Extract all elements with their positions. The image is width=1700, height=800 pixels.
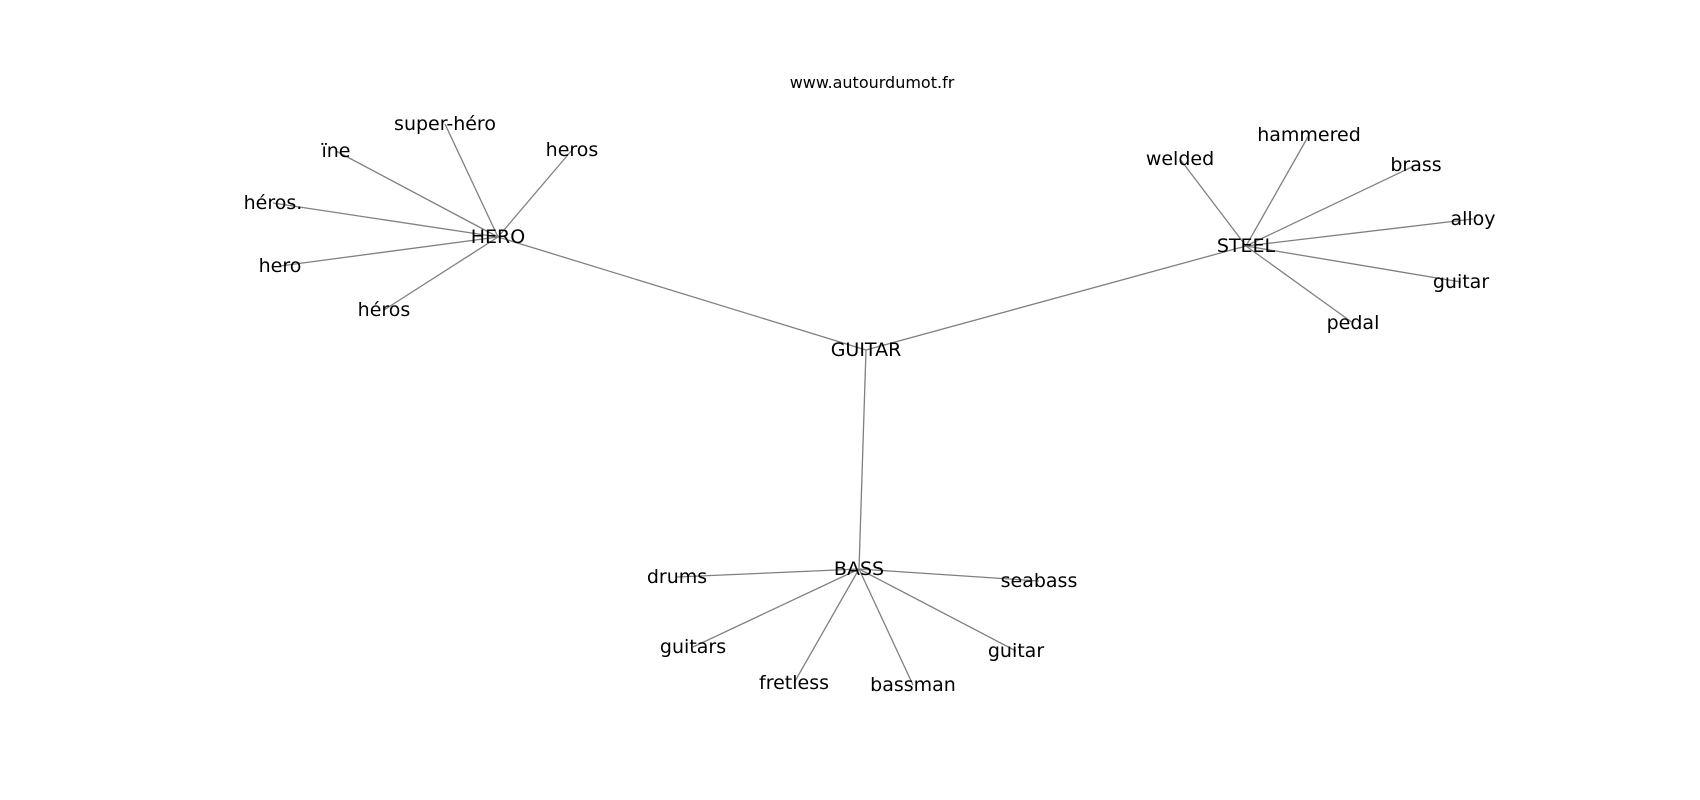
edge-steel-alloy xyxy=(1245,218,1474,247)
edge-bass-bassman xyxy=(858,568,914,686)
leaf-node-bass-fretless: fretless xyxy=(759,672,829,694)
edge-center-hero xyxy=(497,236,867,351)
edge-center-bass xyxy=(858,349,867,570)
source-caption: www.autourdumot.fr xyxy=(790,73,955,92)
edge-bass-seabass xyxy=(858,568,1040,582)
edge-steel-pedal xyxy=(1245,245,1354,324)
leaf-node-steel-alloy: alloy xyxy=(1450,208,1495,230)
edge-steel-guitar xyxy=(1245,245,1462,283)
leaf-node-bass-guitar: guitar xyxy=(988,640,1044,662)
edge-bass-guitar xyxy=(858,568,1017,652)
edge-steel-hammered xyxy=(1245,134,1310,247)
edge-hero-ine xyxy=(335,150,499,238)
leaf-node-hero-super-hero: super-héro xyxy=(394,113,496,135)
leaf-node-steel-hammered: hammered xyxy=(1257,124,1361,146)
leaf-node-hero-ine: ïne xyxy=(320,140,350,162)
hub-node-steel: STEEL xyxy=(1217,235,1276,257)
edge-hero-super-hero xyxy=(444,123,499,238)
leaf-node-hero-hero: hero xyxy=(259,255,302,277)
leaf-node-hero-heros: héros xyxy=(358,299,411,321)
edge-hero-heros xyxy=(272,202,499,238)
hub-node-hero: HERO xyxy=(471,226,525,248)
edge-hero-heros xyxy=(383,236,499,311)
edge-center-steel xyxy=(865,245,1247,351)
center-node: GUITAR xyxy=(831,339,902,361)
leaf-node-bass-drums: drums xyxy=(647,566,707,588)
edge-bass-fretless xyxy=(793,568,860,684)
labels-layer: www.autourdumot.fr GUITAR HERO super-héro h… xyxy=(244,73,1496,696)
edge-hero-hero xyxy=(279,236,499,267)
leaf-node-steel-welded: welded xyxy=(1146,148,1214,170)
leaf-node-bass-bassman: bassman xyxy=(870,674,956,696)
edge-hero-heros xyxy=(497,149,573,238)
edge-steel-welded xyxy=(1179,158,1247,247)
edge-bass-guitars xyxy=(692,568,860,648)
leaf-node-bass-seabass: seabass xyxy=(1001,570,1078,592)
hub-node-bass: BASS xyxy=(834,558,884,580)
leaf-node-hero-heros: héros. xyxy=(244,192,303,214)
leaf-node-steel-brass: brass xyxy=(1390,154,1441,176)
edges-layer xyxy=(272,123,1474,686)
leaf-node-hero-heros: heros xyxy=(546,139,599,161)
leaf-node-steel-pedal: pedal xyxy=(1327,312,1380,334)
edge-steel-brass xyxy=(1245,164,1417,247)
leaf-node-bass-guitars: guitars xyxy=(660,636,726,658)
leaf-node-steel-guitar: guitar xyxy=(1433,271,1489,293)
edge-bass-drums xyxy=(676,568,860,578)
